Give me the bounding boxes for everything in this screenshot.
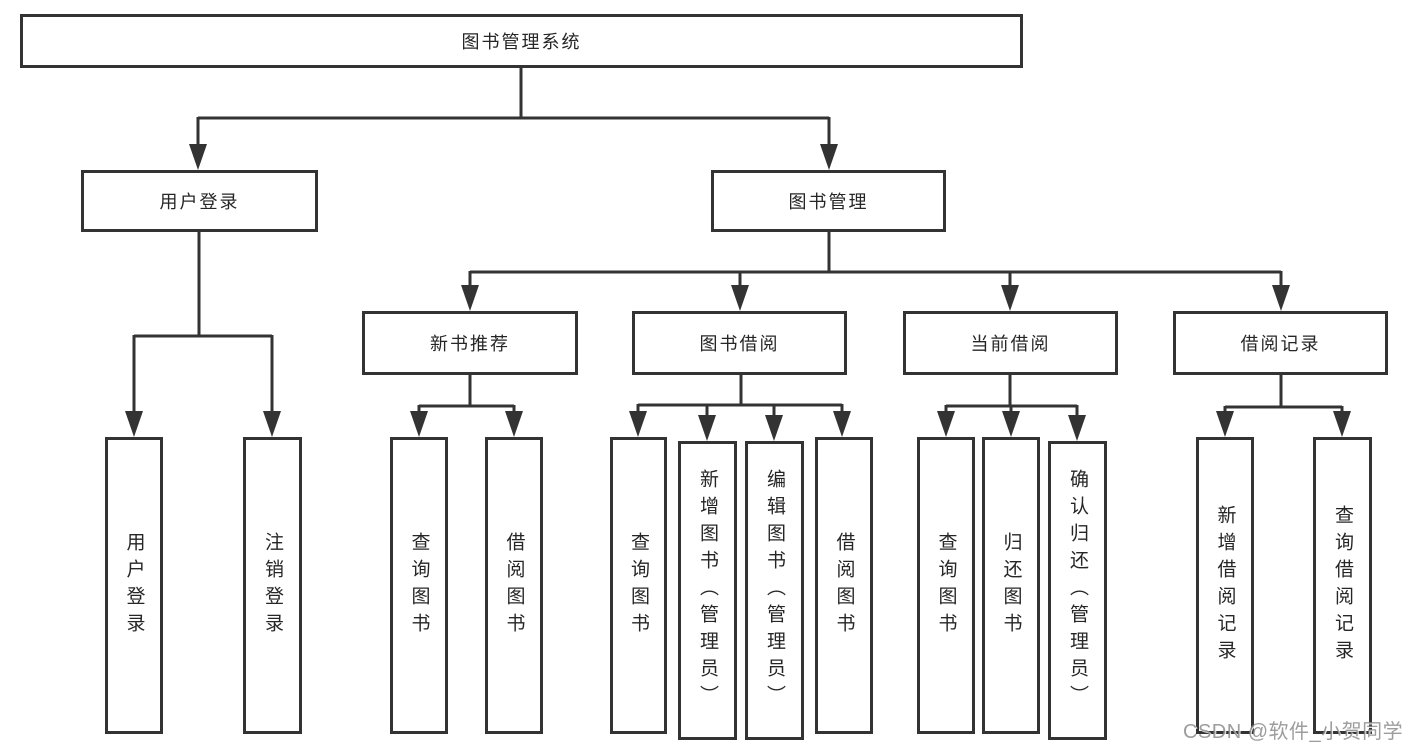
node-root-label: 图书管理系统 [461, 32, 582, 52]
node-query-books: 查询图书 [917, 437, 975, 734]
node-borrowing-records: 借阅记录 [1173, 311, 1388, 375]
node-logout: 注销登录 [243, 437, 302, 734]
node-label: 用户登录 [123, 531, 145, 640]
node-query-books: 查询图书 [390, 437, 448, 734]
node-label: 借阅图书 [833, 531, 855, 640]
node-label: 图书借阅 [699, 334, 780, 354]
node-new-book-recommend: 新书推荐 [362, 311, 578, 375]
node-borrow-books: 借阅图书 [485, 437, 543, 734]
node-label: 新书推荐 [430, 334, 510, 354]
node-label: 用户登录 [159, 192, 240, 212]
node-label: 新增图书（管理员） [697, 469, 718, 712]
node-label: 查询图书 [935, 531, 957, 640]
node-return-books: 归还图书 [982, 437, 1040, 734]
node-label: 编辑图书（管理员） [764, 469, 785, 712]
arrowheads [125, 144, 1351, 441]
watermark: CSDN @软件_小贺同学 [1183, 721, 1404, 743]
node-user-login: 用户登录 [105, 437, 163, 734]
node-add-books-admin: 新增图书（管理员） [678, 441, 737, 740]
node-label: 借阅记录 [1240, 334, 1321, 354]
node-label: 当前借阅 [970, 334, 1051, 354]
node-user-login-branch: 用户登录 [81, 170, 318, 232]
node-edit-books-admin: 编辑图书（管理员） [745, 441, 804, 740]
node-label: 注销登录 [262, 531, 283, 640]
node-label: 查询借阅记录 [1332, 504, 1353, 667]
node-add-borrow-record: 新增借阅记录 [1196, 437, 1254, 734]
node-current-borrowing: 当前借阅 [903, 311, 1118, 375]
node-book-management: 图书管理 [711, 170, 946, 232]
node-label: 查询图书 [408, 531, 430, 640]
node-query-borrow-record: 查询借阅记录 [1313, 437, 1372, 734]
node-label: 借阅图书 [503, 531, 525, 640]
node-root: 图书管理系统 [20, 14, 1023, 68]
node-label: 图书管理 [788, 192, 869, 212]
node-label: 确认归还（管理员） [1067, 469, 1088, 712]
node-book-borrowing: 图书借阅 [632, 311, 847, 375]
node-label: 归还图书 [1000, 531, 1022, 640]
node-query-books: 查询图书 [610, 437, 667, 734]
node-borrow-books: 借阅图书 [815, 437, 873, 734]
node-label: 新增借阅记录 [1214, 504, 1236, 667]
node-confirm-return-admin: 确认归还（管理员） [1048, 441, 1107, 740]
node-label: 查询图书 [628, 531, 649, 640]
